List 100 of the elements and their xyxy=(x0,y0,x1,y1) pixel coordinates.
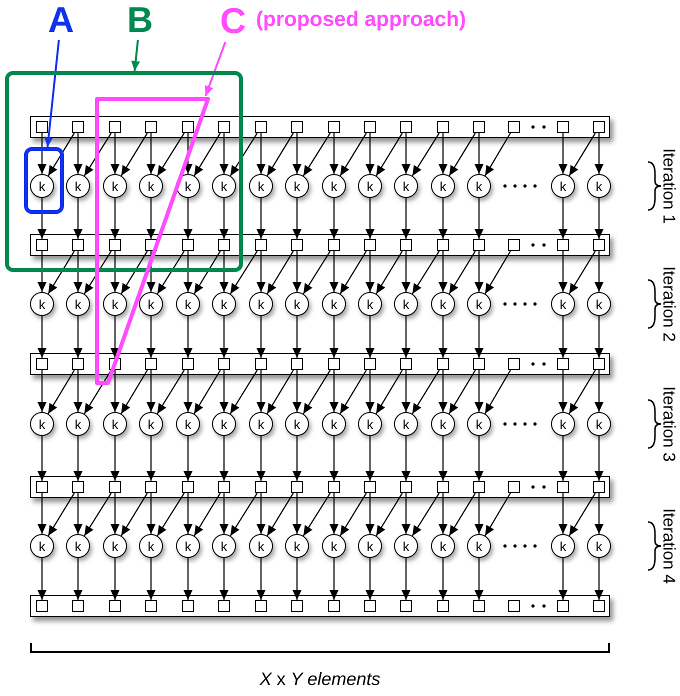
arrow xyxy=(38,198,46,239)
arrow xyxy=(438,133,448,174)
arrow xyxy=(230,492,258,536)
arrow xyxy=(266,250,294,294)
arrow xyxy=(74,198,82,239)
array-element-square xyxy=(557,358,569,370)
arrow xyxy=(594,251,604,292)
arrow xyxy=(230,132,258,176)
arrow xyxy=(366,198,374,239)
arrow xyxy=(110,493,120,534)
arrow xyxy=(558,493,568,534)
array-element-square xyxy=(473,121,485,133)
arrow xyxy=(330,436,338,481)
arrow xyxy=(330,370,338,412)
arrow xyxy=(438,436,448,481)
array-element-square xyxy=(218,358,230,370)
arrow xyxy=(146,558,156,600)
arrow xyxy=(256,436,266,481)
arrow xyxy=(594,316,604,358)
array-element-square xyxy=(508,239,520,251)
array-element-square xyxy=(291,121,303,133)
arrow xyxy=(340,250,367,294)
arrow xyxy=(366,436,374,481)
arrow xyxy=(184,493,192,534)
arrow xyxy=(110,133,120,174)
arrow xyxy=(402,436,410,481)
arrow xyxy=(146,198,156,239)
arrow xyxy=(558,436,568,481)
arrow xyxy=(84,132,112,176)
array-element-square xyxy=(364,600,376,612)
arrow xyxy=(48,132,75,176)
arrow xyxy=(256,370,266,412)
arrow xyxy=(474,198,484,239)
arrow xyxy=(594,198,604,239)
arrow xyxy=(594,370,604,412)
arrow xyxy=(256,558,266,600)
arrow xyxy=(474,436,484,481)
array-element-square xyxy=(328,121,340,133)
array-element-square xyxy=(557,239,569,251)
array-bar xyxy=(30,476,610,498)
array-bar xyxy=(30,353,610,375)
arrow xyxy=(184,370,192,412)
arrow xyxy=(474,558,484,600)
array-element-square xyxy=(36,481,48,493)
array-element-square xyxy=(291,481,303,493)
arrow xyxy=(74,493,82,534)
array-element-square xyxy=(437,358,449,370)
array-element-square xyxy=(437,481,449,493)
array-element-square xyxy=(145,600,157,612)
arrow xyxy=(292,198,302,239)
arrow xyxy=(448,492,476,536)
arrow xyxy=(38,316,46,358)
callout-letter: B xyxy=(122,0,158,40)
arrow xyxy=(340,370,367,414)
arrow xyxy=(438,558,448,600)
arrow xyxy=(292,436,302,481)
array-element-square xyxy=(109,600,121,612)
array-element-square xyxy=(328,600,340,612)
arrow xyxy=(204,42,226,96)
array-element-square xyxy=(593,600,605,612)
array-element-square xyxy=(557,600,569,612)
arrow xyxy=(184,133,192,174)
array-element-square xyxy=(328,481,340,493)
array-element-square xyxy=(400,121,412,133)
arrow xyxy=(292,493,302,534)
arrow xyxy=(402,370,410,412)
arrow xyxy=(220,436,228,481)
arrow xyxy=(266,132,294,176)
dimension-label: X x Y elements xyxy=(258,670,382,688)
array-element-square xyxy=(255,239,267,251)
arrow xyxy=(74,558,82,600)
arrow xyxy=(376,492,403,536)
callout-letter: A xyxy=(44,0,78,40)
array-element-square xyxy=(182,121,194,133)
arrow xyxy=(438,316,448,358)
array-element-square xyxy=(218,239,230,251)
array-element-square xyxy=(109,239,121,251)
arrow xyxy=(146,316,156,358)
array-element-square xyxy=(145,358,157,370)
array-element-square xyxy=(218,121,230,133)
array-element-square xyxy=(400,481,412,493)
arrow xyxy=(558,558,568,600)
array-element-square xyxy=(218,481,230,493)
arrow xyxy=(330,316,338,358)
arrow xyxy=(474,133,484,174)
arrow xyxy=(256,251,266,292)
arrow xyxy=(558,133,568,174)
array-element-square xyxy=(557,481,569,493)
array-element-square xyxy=(255,481,267,493)
arrow xyxy=(38,251,46,292)
arrow xyxy=(366,370,374,412)
arrow xyxy=(438,370,448,412)
array-element-square xyxy=(36,121,48,133)
array-element-square xyxy=(36,600,48,612)
array-element-square xyxy=(182,239,194,251)
arrow xyxy=(558,370,568,412)
array-element-square xyxy=(473,239,485,251)
arrow xyxy=(330,198,338,239)
array-element-square xyxy=(218,600,230,612)
arrow xyxy=(558,251,568,292)
